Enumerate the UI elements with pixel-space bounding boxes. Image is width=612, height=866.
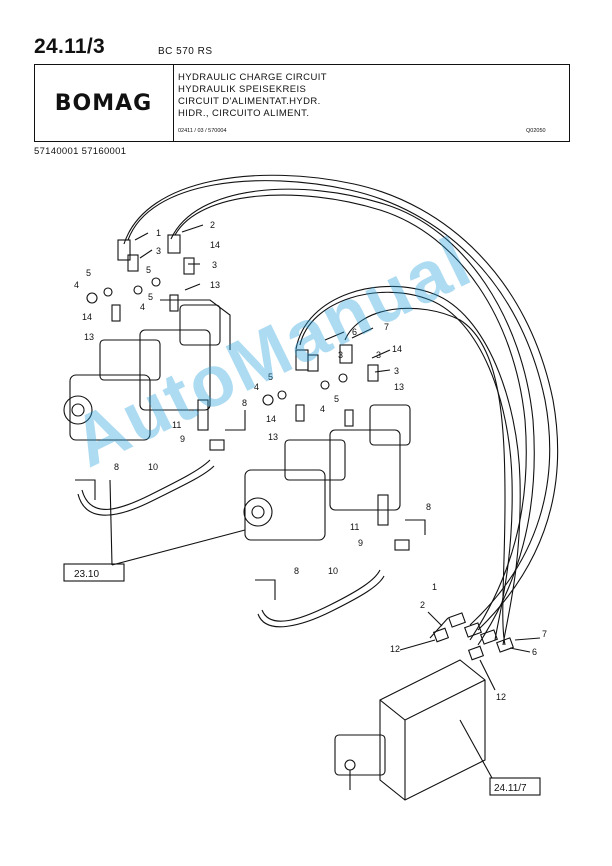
hose-10-right <box>261 569 381 622</box>
hose-6-inner <box>295 285 521 646</box>
callout-3b: 3 <box>212 260 217 270</box>
callout-3d: 3 <box>376 350 381 360</box>
callout-8: 8 <box>242 398 247 408</box>
callout-5d: 5 <box>268 372 273 382</box>
model-label: BC 570 RS <box>158 46 213 57</box>
pump-left-body <box>69 374 151 441</box>
ref-box-right <box>489 777 541 796</box>
ref-box-left <box>63 563 125 582</box>
callout-4d: 4 <box>320 404 325 414</box>
callout-3c: 3 <box>338 350 343 360</box>
hose-2-inner <box>170 188 535 646</box>
callout-14c: 14 <box>392 344 402 354</box>
hose-10-left <box>81 459 211 510</box>
logo-cell: BOMAG <box>34 64 174 142</box>
page-number: 24.11/3 <box>34 35 106 58</box>
title-fr: CIRCUIT D'ALIMENTAT.HYDR. <box>178 96 321 107</box>
callout-4c: 4 <box>254 382 259 392</box>
hose-6 <box>299 291 513 641</box>
callout-14: 14 <box>210 240 220 250</box>
callout-9: 9 <box>180 434 185 444</box>
callout-2: 2 <box>210 220 215 230</box>
hose-1-inner <box>123 174 559 631</box>
callout-1: 1 <box>156 228 161 238</box>
callout-2b: 2 <box>420 600 425 610</box>
callout-5c: 5 <box>148 292 153 302</box>
exploded-diagram: 1 2 3 3 14 13 4 5 5 4 5 14 13 6 7 3 3 14… <box>63 174 559 801</box>
callout-12b: 12 <box>496 692 506 702</box>
callout-7b: 7 <box>542 629 547 639</box>
callout-13d: 13 <box>268 432 278 442</box>
title-de: HYDRAULIK SPEISEKREIS <box>178 84 307 95</box>
callout-8c: 8 <box>426 502 431 512</box>
control-block <box>379 659 486 801</box>
ref-box-right-label: 24.11/7 <box>494 783 527 794</box>
callout-7: 7 <box>384 322 389 332</box>
hose-1 <box>127 180 551 626</box>
callout-9b: 9 <box>358 538 363 548</box>
callout-5: 5 <box>86 268 91 278</box>
callout-8d: 8 <box>294 566 299 576</box>
hose-7 <box>344 307 506 646</box>
title-en: HYDRAULIC CHARGE CIRCUIT <box>178 72 327 83</box>
callout-5e: 5 <box>334 394 339 404</box>
callout-10b: 10 <box>328 566 338 576</box>
callout-13: 13 <box>210 280 220 290</box>
title-block <box>34 64 570 142</box>
callout-11b: 11 <box>350 522 359 532</box>
callout-6: 6 <box>352 327 357 337</box>
callout-14b: 14 <box>82 312 92 322</box>
reference-code: 02411 / 03 / 570004 <box>178 128 227 134</box>
callout-10: 10 <box>148 462 158 472</box>
part-numbers: 57140001 57160001 <box>34 146 127 157</box>
callout-13c: 13 <box>394 382 404 392</box>
callout-14d: 14 <box>266 414 276 424</box>
callout-4b: 4 <box>140 302 145 312</box>
callout-5b: 5 <box>146 265 151 275</box>
bomag-logo: BOMAG <box>54 90 153 116</box>
callout-3e: 3 <box>394 366 399 376</box>
callout-12: 12 <box>390 644 400 654</box>
drawing-id: Q02050 <box>526 128 546 134</box>
callout-4: 4 <box>74 280 79 290</box>
callout-1b: 1 <box>432 582 437 592</box>
callout-11: 11 <box>172 420 181 430</box>
ref-box-left-label: 23.10 <box>74 569 99 580</box>
callout-6b: 6 <box>532 647 537 657</box>
callout-13b: 13 <box>84 332 94 342</box>
pump-left-flange <box>63 395 93 425</box>
callout-3: 3 <box>156 246 161 256</box>
title-es: HIDR., CIRCUITO ALIMENT. <box>178 108 310 119</box>
callout-8b: 8 <box>114 462 119 472</box>
pump-right-flange <box>243 497 273 527</box>
hose-2 <box>174 194 527 641</box>
